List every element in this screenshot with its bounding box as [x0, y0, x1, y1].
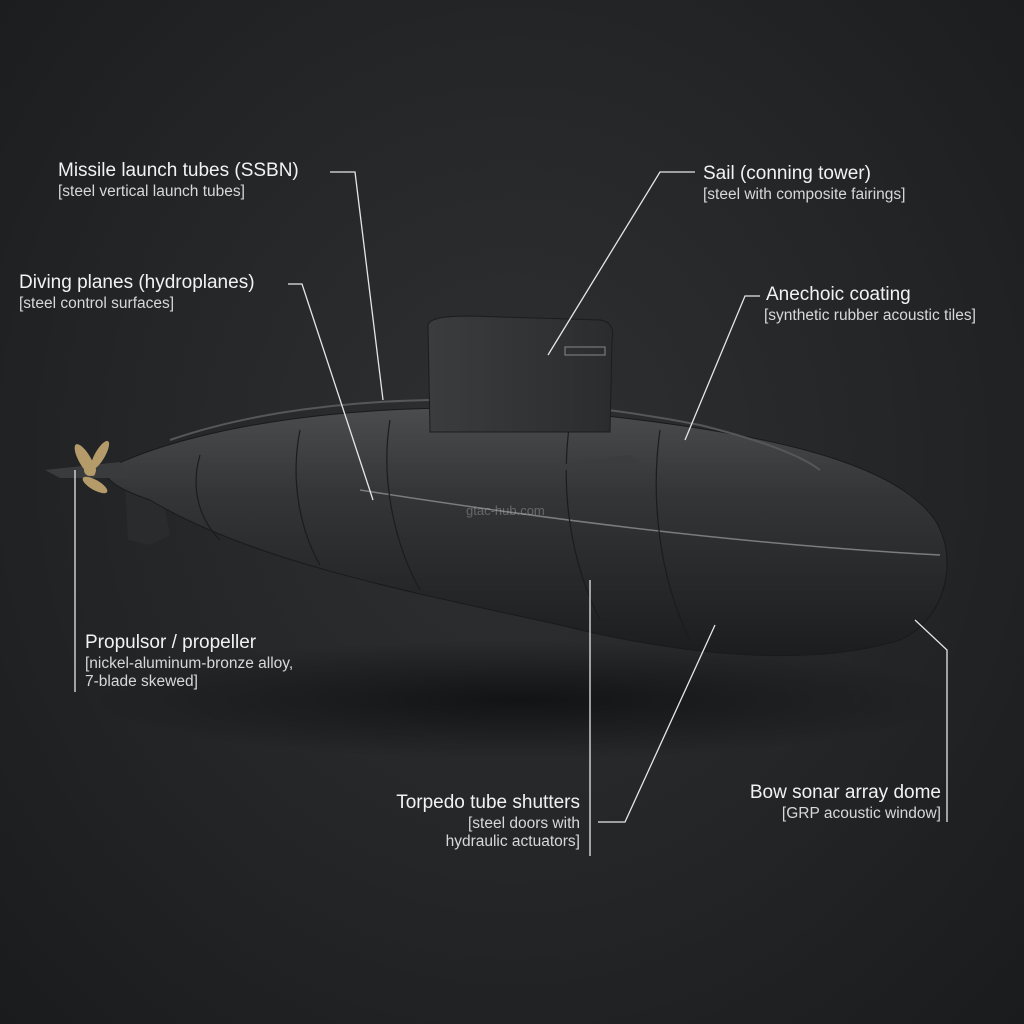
label-title: Diving planes (hydroplanes): [19, 272, 255, 293]
leader-missile: [330, 171, 384, 401]
label-title: Torpedo tube shutters: [396, 792, 580, 813]
label-material: [steel control surfaces]: [19, 294, 175, 312]
hull: [104, 407, 948, 657]
label-material: [steel with composite fairings]: [703, 185, 906, 203]
label-title: Sail (conning tower): [703, 163, 871, 184]
leader-sonar: [914, 619, 948, 822]
label-missile-tubes: Missile launch tubes (SSBN) [steel verti…: [58, 160, 299, 201]
label-material: [steel vertical launch tubes]: [58, 182, 245, 200]
label-propulsor: Propulsor / propeller [nickel-aluminum-b…: [85, 632, 293, 692]
label-title: Anechoic coating: [766, 284, 911, 305]
label-material: [steel doors with: [468, 814, 580, 832]
leader-lines: [74, 171, 948, 856]
watermark: gtac-hub.com: [466, 503, 545, 518]
leader-sail: [547, 171, 695, 356]
label-material: [nickel-aluminum-bronze alloy,: [85, 654, 294, 672]
label-title: Propulsor / propeller: [85, 632, 257, 653]
leader-torpedo-diag: [598, 624, 716, 823]
sail-windows: [564, 346, 606, 356]
label-bow-sonar: Bow sonar array dome [GRP acoustic windo…: [750, 782, 941, 823]
label-material: hydraulic actuators]: [445, 833, 580, 851]
leader-diving: [288, 283, 374, 501]
hull-shadow: [90, 640, 950, 760]
sail-tower: [427, 315, 614, 433]
label-torpedo-shutters: Torpedo tube shutters [steel doors with …: [396, 792, 580, 852]
label-material: [GRP acoustic window]: [781, 804, 941, 822]
label-anechoic-coating: Anechoic coating [synthetic rubber acous…: [764, 284, 976, 325]
hull-stripe: [359, 489, 941, 556]
label-material: 7-blade skewed]: [85, 673, 198, 691]
propeller: [74, 440, 110, 494]
label-material: [synthetic rubber acoustic tiles]: [764, 306, 976, 324]
label-sail: Sail (conning tower) [steel with composi…: [703, 163, 905, 204]
label-diving-planes: Diving planes (hydroplanes) [steel contr…: [19, 272, 255, 313]
label-title: Bow sonar array dome: [749, 782, 941, 803]
leader-anechoic: [684, 295, 760, 441]
hydroplane: [558, 455, 640, 472]
label-title: Missile launch tubes (SSBN): [58, 160, 299, 181]
